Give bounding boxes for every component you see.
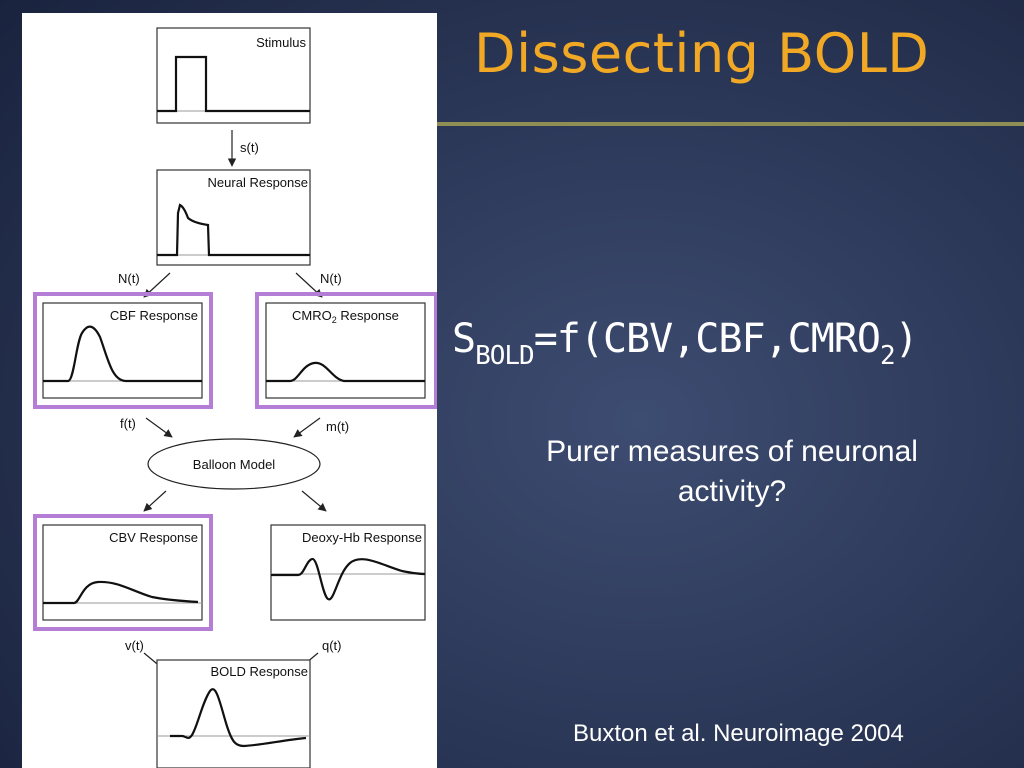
n-arrow-left-label: N(t) (118, 271, 140, 286)
deoxy-hb-response-label: Deoxy-Hb Response (302, 530, 422, 545)
cbv-response-box: CBV Response (33, 514, 213, 631)
v-arrow-label: v(t) (125, 638, 144, 653)
title-divider (437, 122, 1024, 126)
bold-response-box: BOLD Response (156, 659, 311, 768)
q-arrow-label: q(t) (322, 638, 342, 653)
cmro2-response-label: CMRO2 Response (292, 308, 399, 325)
bold-response-label: BOLD Response (210, 664, 308, 679)
m-arrow-label: m(t) (326, 419, 349, 434)
slide-title: Dissecting BOLD (474, 22, 930, 85)
deoxy-arrow (301, 490, 327, 512)
question-text: Purer measures of neuronal activity? (546, 435, 918, 508)
deoxy-hb-response-box: Deoxy-Hb Response (270, 524, 426, 621)
cbv-response-label: CBV Response (109, 530, 198, 545)
stimulus-label: Stimulus (256, 35, 306, 50)
balloon-model-node: Balloon Model (147, 438, 321, 490)
balloon-model-label: Balloon Model (193, 457, 275, 472)
balloon-model-diagram: Stimulus s(t) Neural Response N(t) N(t) (22, 13, 437, 768)
citation-text: Buxton et al. Neuroimage 2004 (573, 720, 904, 747)
n-arrow-right-label: N(t) (320, 271, 342, 286)
cmro2-response-box: CMRO2 Response (255, 292, 437, 409)
cbv-arrow (143, 490, 167, 512)
neural-response-label: Neural Response (208, 175, 308, 190)
bold-signal-equation: SBOLD=f(CBV,CBF,CMRO2) (452, 316, 919, 371)
neural-response-box: Neural Response (156, 169, 311, 266)
s-arrow-label: s(t) (240, 140, 259, 155)
m-arrow (293, 417, 321, 438)
f-arrow-label: f(t) (120, 416, 136, 431)
cbf-response-box: CBF Response (33, 292, 213, 409)
cbf-response-label: CBF Response (110, 308, 198, 323)
f-arrow (145, 417, 173, 438)
stimulus-box: Stimulus (156, 27, 311, 124)
